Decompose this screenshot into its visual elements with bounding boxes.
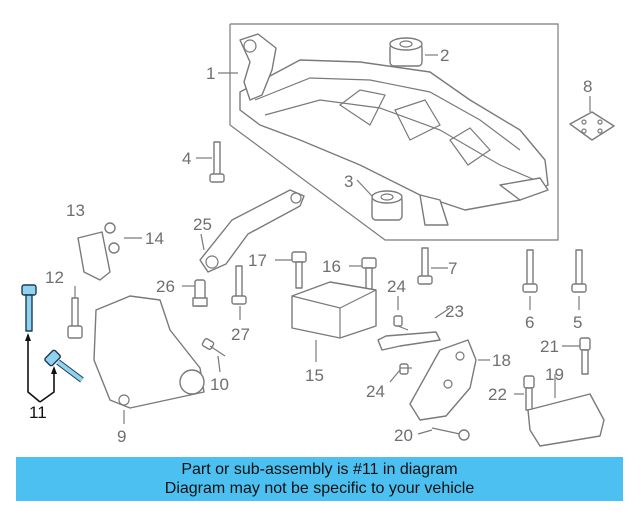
bolt-part-6[interactable] [522, 249, 538, 293]
bolt-part-24a[interactable] [393, 315, 409, 331]
callout-7: 7 [448, 259, 457, 278]
callout-24-lower: 24 [366, 382, 385, 401]
bolt-part-14[interactable] [104, 222, 120, 254]
bolt-part-5[interactable] [571, 249, 587, 293]
subframe-assembly[interactable] [229, 23, 559, 241]
rod-part-23[interactable] [377, 331, 441, 351]
callout-6: 6 [525, 313, 534, 332]
callout-17: 17 [248, 251, 267, 270]
callout-26: 26 [156, 277, 175, 296]
leader-lines [74, 54, 591, 435]
callout-23: 23 [445, 302, 464, 321]
callout-14: 14 [145, 229, 164, 248]
callout-8: 8 [583, 77, 592, 96]
bolt-part-20[interactable] [431, 427, 470, 441]
bolt-part-12[interactable] [67, 297, 83, 339]
callout-18: 18 [492, 351, 511, 370]
callout-16: 16 [322, 257, 341, 276]
callout-20: 20 [394, 426, 413, 445]
callout-24-upper: 24 [387, 277, 406, 296]
bolt-part-4[interactable] [209, 141, 225, 183]
bolt-part-27[interactable] [231, 265, 247, 305]
leader-part-11 [25, 333, 57, 403]
mount-part-9[interactable] [93, 295, 205, 409]
callout-27: 27 [231, 325, 250, 344]
bolt-part-17[interactable] [291, 251, 307, 289]
bolt-part-16[interactable] [361, 257, 377, 295]
callout-11: 11 [29, 403, 47, 422]
callout-21: 21 [540, 337, 559, 356]
bolt-part-24b[interactable] [399, 363, 412, 375]
callout-12: 12 [45, 268, 64, 287]
parts-diagram: 1 2 3 4 5 6 7 8 9 10 11 12 13 14 15 16 1… [21, 23, 615, 447]
callout-labels: 1 2 3 4 5 6 7 8 9 10 11 12 13 14 15 16 1… [29, 46, 592, 446]
link-part-25[interactable] [199, 189, 305, 273]
mount-part-15[interactable] [291, 281, 377, 339]
callout-4: 4 [182, 149, 191, 168]
banner-line-2: Diagram may not be specific to your vehi… [164, 480, 475, 497]
callout-10: 10 [210, 375, 229, 394]
bolt-part-11-highlighted[interactable] [21, 284, 84, 383]
callout-2: 2 [440, 46, 449, 65]
callout-25: 25 [193, 215, 212, 234]
bolt-part-26[interactable] [192, 279, 208, 307]
callout-9: 9 [117, 427, 126, 446]
bushing-part-2[interactable] [389, 37, 423, 67]
bracket-part-13[interactable] [77, 231, 111, 281]
bushing-part-3[interactable] [371, 190, 403, 221]
bolt-part-10[interactable] [201, 338, 226, 357]
callout-19: 19 [545, 365, 564, 384]
plate-part-8[interactable] [569, 111, 615, 141]
bolt-part-7[interactable] [417, 247, 433, 285]
callout-3: 3 [344, 172, 353, 191]
callout-5: 5 [573, 313, 582, 332]
callout-13: 13 [66, 201, 85, 220]
bolt-part-22[interactable] [523, 375, 535, 411]
bolt-part-21[interactable] [579, 337, 591, 375]
callout-1: 1 [206, 64, 215, 83]
callout-22: 22 [488, 385, 507, 404]
banner-line-1: Part or sub-assembly is #11 in diagram [181, 461, 458, 478]
callout-15: 15 [305, 366, 324, 385]
bracket-part-18[interactable] [409, 339, 477, 421]
info-banner: Part or sub-assembly is #11 in diagram D… [16, 457, 623, 501]
mount-part-19[interactable] [527, 393, 605, 447]
